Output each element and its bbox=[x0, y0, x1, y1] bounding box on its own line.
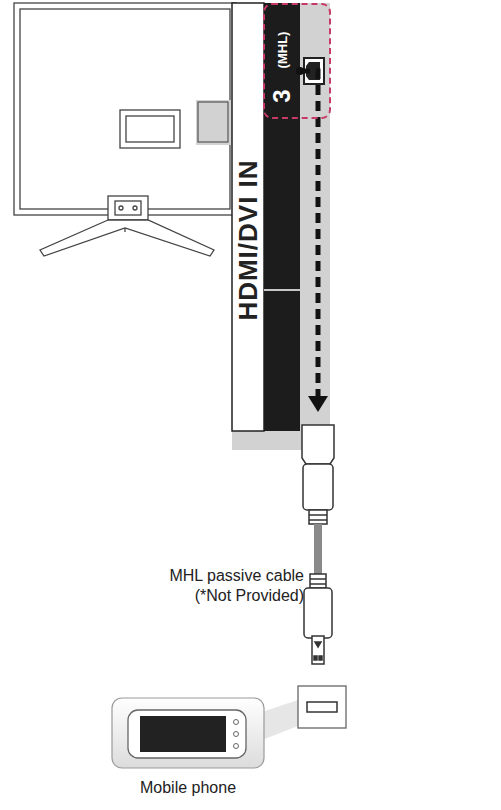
cable-label: MHL passive cable (*Not Provided) bbox=[164, 566, 304, 606]
port-highlight: 3 (MHL) bbox=[263, 3, 331, 119]
port-number: 3 bbox=[268, 89, 296, 102]
zoom-panel bbox=[196, 3, 330, 450]
micro-usb-connector bbox=[304, 574, 332, 664]
port-group-label: HDMI/DVI IN bbox=[233, 159, 264, 320]
cable bbox=[314, 524, 322, 574]
mobile-phone bbox=[112, 686, 346, 768]
port-tag: (MHL) bbox=[275, 32, 290, 69]
device-label: Mobile phone bbox=[118, 778, 258, 798]
hdmi-connector bbox=[302, 425, 334, 524]
